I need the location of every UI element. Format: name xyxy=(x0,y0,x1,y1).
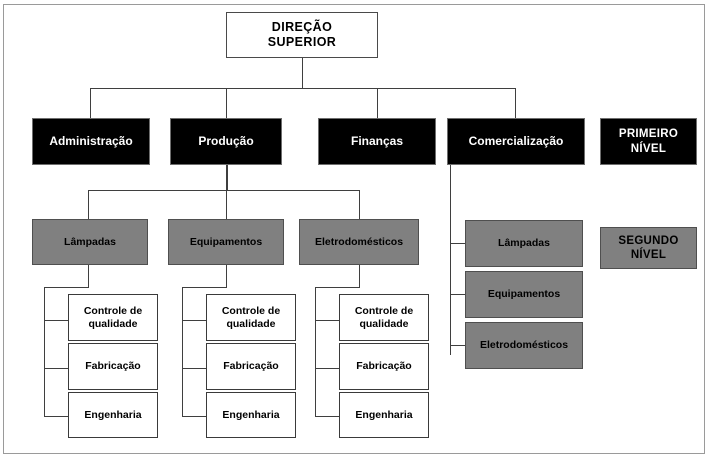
node-eletrodomesticos-controle-qualidade[interactable]: Controle de qualidade xyxy=(339,294,429,341)
connector-comercializacao-rail xyxy=(450,165,451,355)
node-financas[interactable]: Finanças xyxy=(318,118,436,165)
node-equipamentos-engenharia[interactable]: Engenharia xyxy=(206,392,296,438)
connector-eletrodomesticos-stub-2 xyxy=(315,368,340,369)
connector-lampadas-stem xyxy=(88,265,89,287)
connector-drop-financas xyxy=(377,88,378,118)
connector-drop-lampadas xyxy=(88,190,89,219)
node-lampadas-fabricacao[interactable]: Fabricação xyxy=(68,343,158,390)
connector-eletrodomesticos-stem xyxy=(359,265,360,287)
connector-comercializacao-stub-1 xyxy=(450,243,475,244)
connector-equipamentos-stub-3 xyxy=(182,416,207,417)
connector-equipamentos-stub-2 xyxy=(182,368,207,369)
node-eletrodomesticos-engenharia[interactable]: Engenharia xyxy=(339,392,429,438)
connector-lampadas-elbow xyxy=(44,287,89,288)
connector-lampadas-stub-3 xyxy=(44,416,69,417)
legend-segundo-nivel: SEGUNDO NÍVEL xyxy=(600,227,697,269)
node-producao-eletrodomesticos[interactable]: Eletrodomésticos xyxy=(299,219,419,265)
diagram-frame xyxy=(3,4,705,454)
connector-drop-eletrodomesticos xyxy=(359,190,360,219)
connector-drop-comercializacao xyxy=(515,88,516,118)
connector-eletrodomesticos-stub-1 xyxy=(315,320,340,321)
connector-lampadas-stub-2 xyxy=(44,368,69,369)
connector-eletrodomesticos-rail xyxy=(315,287,316,417)
legend-primeiro-nivel: PRIMEIRO NÍVEL xyxy=(600,118,697,165)
connector-eletrodomesticos-elbow xyxy=(315,287,360,288)
node-administracao[interactable]: Administração xyxy=(32,118,150,165)
connector-drop-producao xyxy=(226,88,227,118)
node-comercializacao[interactable]: Comercialização xyxy=(447,118,585,165)
connector-root-stem xyxy=(302,58,303,89)
connector-drop-equipamentos xyxy=(226,190,227,219)
node-comercializacao-lampadas[interactable]: Lâmpadas xyxy=(465,220,583,267)
connector-equipamentos-elbow xyxy=(182,287,227,288)
connector-eletrodomesticos-stub-3 xyxy=(315,416,340,417)
connector-comercializacao-stub-2 xyxy=(450,294,475,295)
connector-equipamentos-stub-1 xyxy=(182,320,207,321)
node-comercializacao-eletrodomesticos[interactable]: Eletrodomésticos xyxy=(465,322,583,369)
node-producao-equipamentos[interactable]: Equipamentos xyxy=(168,219,284,265)
node-lampadas-engenharia[interactable]: Engenharia xyxy=(68,392,158,438)
node-equipamentos-controle-qualidade[interactable]: Controle de qualidade xyxy=(206,294,296,341)
node-producao-lampadas[interactable]: Lâmpadas xyxy=(32,219,148,265)
connector-level2-bus xyxy=(88,190,360,191)
connector-equipamentos-stem xyxy=(226,265,227,287)
node-producao[interactable]: Produção xyxy=(170,118,282,165)
connector-lampadas-rail xyxy=(44,287,45,417)
node-eletrodomesticos-fabricacao[interactable]: Fabricação xyxy=(339,343,429,390)
connector-drop-administracao xyxy=(90,88,91,118)
connector-comercializacao-stub-3 xyxy=(450,345,475,346)
connector-equipamentos-rail xyxy=(182,287,183,417)
connector-level1-bus xyxy=(90,88,516,89)
connector-lampadas-stub-1 xyxy=(44,320,69,321)
node-comercializacao-equipamentos[interactable]: Equipamentos xyxy=(465,271,583,318)
connector-producao-stem xyxy=(226,165,228,191)
node-lampadas-controle-qualidade[interactable]: Controle de qualidade xyxy=(68,294,158,341)
node-equipamentos-fabricacao[interactable]: Fabricação xyxy=(206,343,296,390)
node-direcao-superior[interactable]: DIREÇÃO SUPERIOR xyxy=(226,12,378,58)
